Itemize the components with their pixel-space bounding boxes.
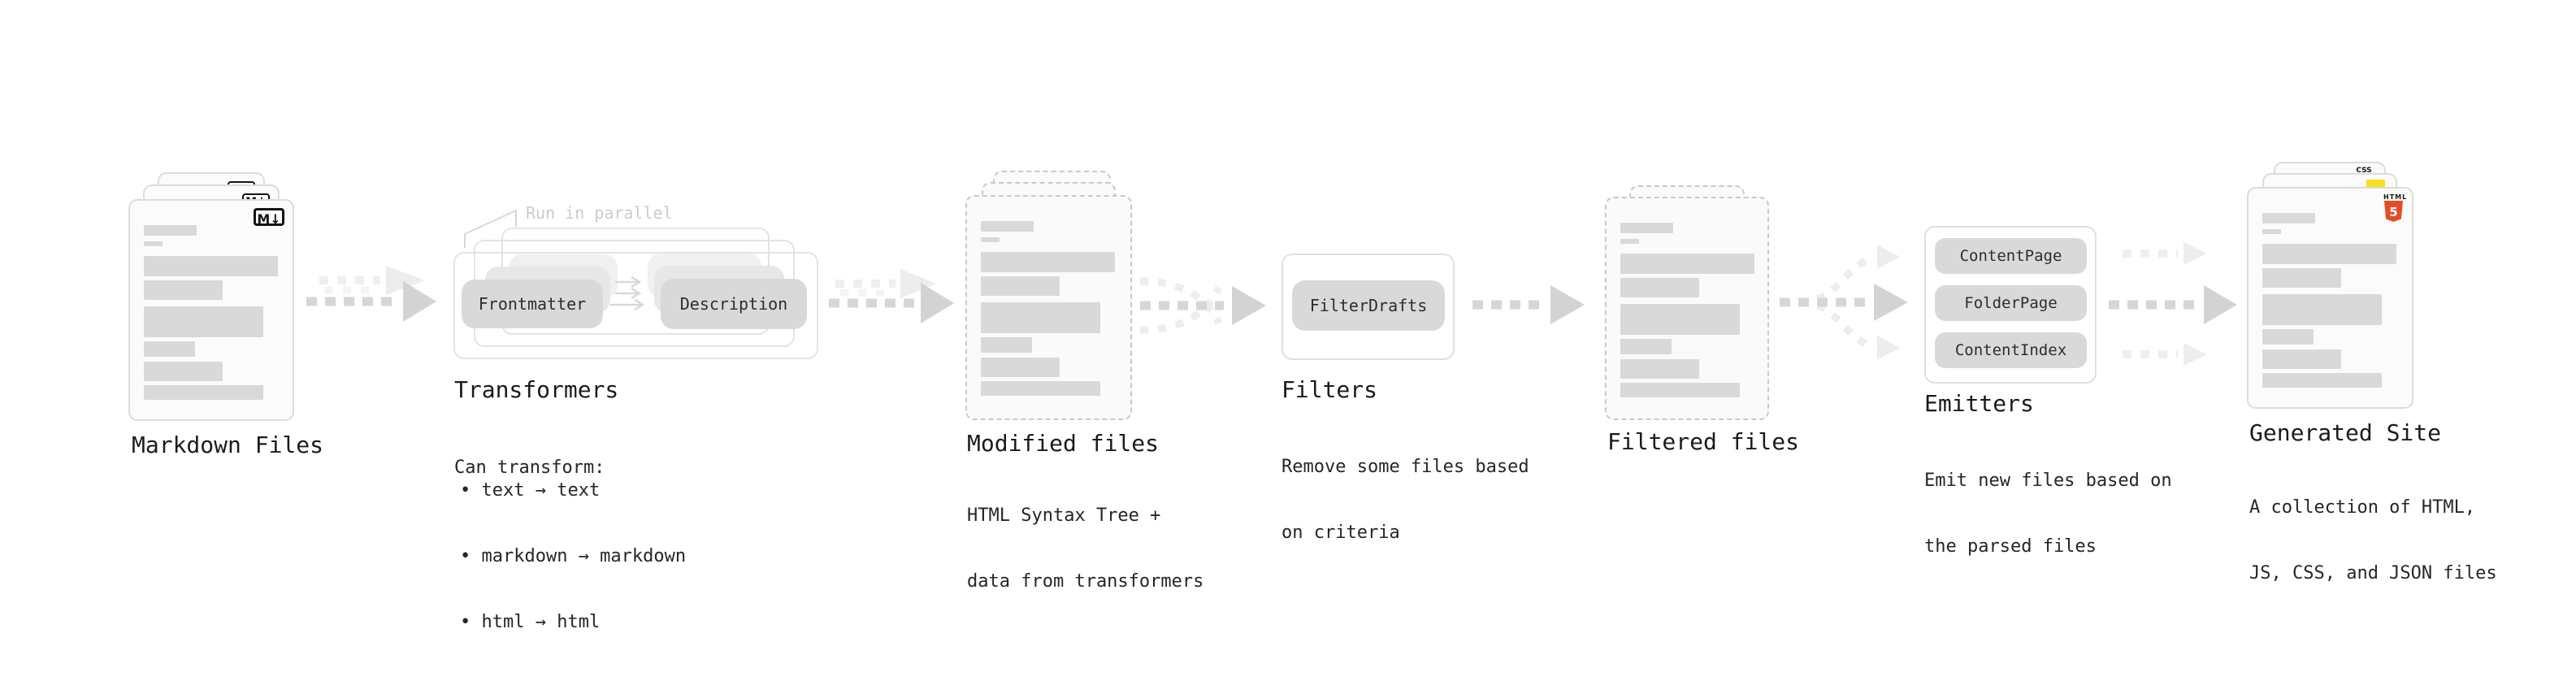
stage-title-emitters: Emitters (1924, 390, 2034, 417)
modified-file-card (965, 195, 1132, 420)
emitters-subtitle: Emit new files based on the parsed files (1924, 471, 2172, 557)
markdown-file-card: M↓ (128, 199, 294, 421)
placeholder-bar (144, 241, 163, 246)
filterdrafts-pill: FilterDrafts (1292, 280, 1445, 331)
placeholder-bar (981, 252, 1115, 272)
placeholder-bar (981, 381, 1100, 396)
stage-title-modified-files: Modified files (967, 430, 1160, 457)
transformers-description-heading: Can transform: (454, 458, 605, 478)
placeholder-bar (144, 306, 263, 337)
placeholder-bar (2262, 229, 2281, 234)
markdown-icon: M↓ (254, 208, 284, 227)
folderpage-pill: FolderPage (1935, 285, 2087, 321)
placeholder-bar (981, 276, 1060, 296)
arrow-filtered-to-emitters (1780, 245, 1908, 360)
placeholder-bar (2262, 244, 2396, 264)
placeholder-bar (981, 221, 1034, 232)
placeholder-bar (1620, 278, 1699, 297)
contentindex-pill: ContentIndex (1935, 332, 2087, 368)
placeholder-bar (144, 225, 197, 236)
modified-files-subtitle: HTML Syntax Tree + data from transformer… (967, 505, 1204, 592)
placeholder-bar (2262, 213, 2315, 223)
placeholder-bar (144, 341, 195, 357)
placeholder-bar (1620, 223, 1673, 233)
placeholder-bar (981, 302, 1100, 333)
filters-subtitle: Remove some files based on criteria (1281, 457, 1529, 543)
html5-shield: 5 (2384, 201, 2403, 222)
frontmatter-pill: Frontmatter (462, 280, 603, 328)
arrow-markdown-to-transformers (306, 266, 436, 322)
placeholder-bar (2262, 373, 2382, 388)
arrow-transformers-to-modified (829, 269, 954, 323)
placeholder-bar (144, 256, 278, 276)
generated-site-subtitle: A collection of HTML, JS, CSS, and JSON … (2249, 497, 2497, 583)
bullet-item: • html → html (460, 612, 601, 632)
placeholder-bar (144, 280, 223, 300)
html5-icon: HTML 5 (2383, 193, 2406, 226)
stage-title-filtered-files: Filtered files (1607, 428, 1800, 455)
transformers-bullet-list: • text → text • markdown → markdown • ht… (460, 436, 686, 677)
placeholder-bar (1620, 304, 1740, 335)
transformer-container-front (453, 252, 818, 359)
placeholder-bar (1620, 254, 1754, 274)
placeholder-bar (981, 358, 1060, 377)
filtered-file-card (1605, 197, 1769, 420)
arrow-emitters-to-generated (2109, 242, 2237, 366)
placeholder-bar (981, 337, 1032, 353)
placeholder-bar (2262, 329, 2314, 345)
placeholder-bar (144, 362, 223, 381)
stage-title-generated-site: Generated Site (2249, 419, 2442, 446)
stage-title-filters: Filters (1281, 376, 1378, 403)
svg-text:5: 5 (2389, 205, 2397, 219)
arrow-filters-to-filtered (1472, 285, 1585, 324)
stage-title-markdown-files: Markdown Files (132, 432, 324, 458)
placeholder-bar (144, 385, 263, 400)
placeholder-bar (981, 237, 1000, 242)
description-pill: Description (661, 279, 807, 329)
run-in-parallel-annotation: Run in parallel (526, 203, 673, 223)
bullet-item: • markdown → markdown (460, 546, 687, 566)
placeholder-bar (1620, 339, 1672, 354)
arrow-modified-to-filters (1139, 277, 1266, 334)
placeholder-bar (2262, 268, 2341, 288)
placeholder-bar (1620, 359, 1699, 379)
bullet-item: • text → text (460, 480, 601, 501)
stage-title-transformers: Transformers (454, 376, 619, 403)
contentpage-pill: ContentPage (1935, 238, 2087, 274)
placeholder-bar (2262, 294, 2382, 325)
placeholder-bar (2262, 349, 2341, 369)
generated-html-file-card: HTML 5 (2247, 187, 2413, 409)
placeholder-bar (1620, 383, 1740, 397)
placeholder-bar (1620, 239, 1639, 244)
